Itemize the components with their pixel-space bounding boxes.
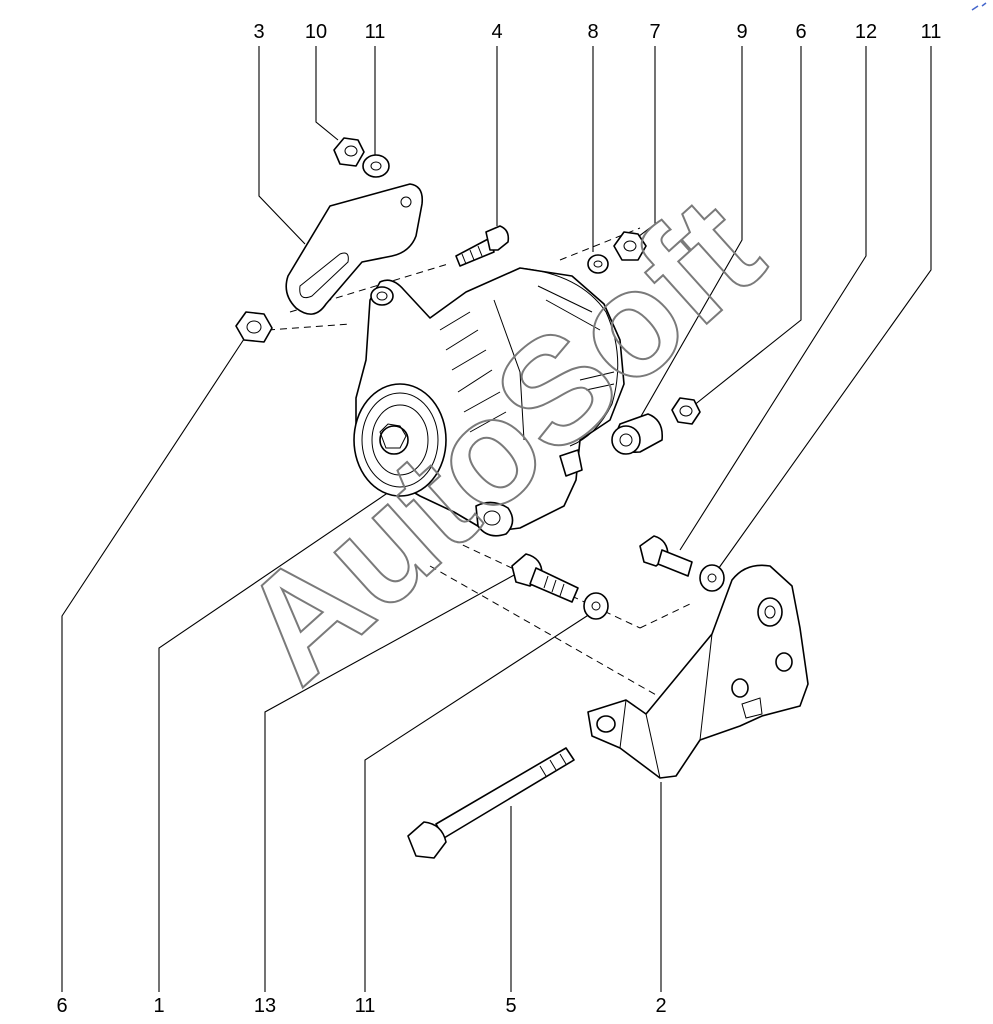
callout-1: 1 <box>153 995 164 1017</box>
leader-11-top-right <box>715 46 932 573</box>
leader-7 <box>633 46 656 241</box>
callout-9: 9 <box>736 21 747 43</box>
mounting-bracket-2 <box>587 564 809 779</box>
washer-11-bottom <box>583 592 609 620</box>
callout-8: 8 <box>587 21 598 43</box>
nut-10 <box>333 137 365 167</box>
nut-7 <box>613 231 647 261</box>
spacer-9 <box>611 413 664 455</box>
callout-5: 5 <box>505 995 516 1017</box>
callout-7: 7 <box>649 21 660 43</box>
callout-4: 4 <box>491 21 502 43</box>
leader-10 <box>315 46 339 141</box>
flange-nut-6 <box>235 311 273 343</box>
leader-11-bottom <box>364 613 591 992</box>
bolt-4 <box>455 225 510 267</box>
adjusting-bracket <box>285 183 424 315</box>
callout-11-top-left: 11 <box>365 21 386 43</box>
bolt-12 <box>639 535 693 577</box>
washer-11-top <box>362 154 390 178</box>
lock-washer-8 <box>587 254 609 274</box>
callout-3: 3 <box>253 21 264 43</box>
leader-1 <box>158 489 393 992</box>
alternator <box>353 267 625 537</box>
leader-6-top <box>687 46 802 411</box>
callout-6-bottom: 6 <box>56 995 67 1017</box>
callout-11-top-right: 11 <box>921 21 942 43</box>
callout-13: 13 <box>254 995 276 1017</box>
callout-2: 2 <box>655 995 666 1017</box>
nut-6-right <box>671 397 701 425</box>
bolt-13 <box>511 553 579 603</box>
leader-13 <box>264 573 517 992</box>
callout-12: 12 <box>855 21 877 43</box>
leader-6-bottom <box>61 335 247 992</box>
leader-9 <box>631 46 743 433</box>
callout-11-bottom: 11 <box>355 995 376 1017</box>
callout-6-top: 6 <box>795 21 806 43</box>
leader-lines <box>61 46 932 992</box>
callout-10: 10 <box>305 21 327 43</box>
corner-mark <box>971 2 987 11</box>
leader-3 <box>258 46 306 245</box>
long-bolt-5 <box>407 747 575 859</box>
leader-12 <box>679 46 867 551</box>
washer-11-right <box>699 564 725 592</box>
